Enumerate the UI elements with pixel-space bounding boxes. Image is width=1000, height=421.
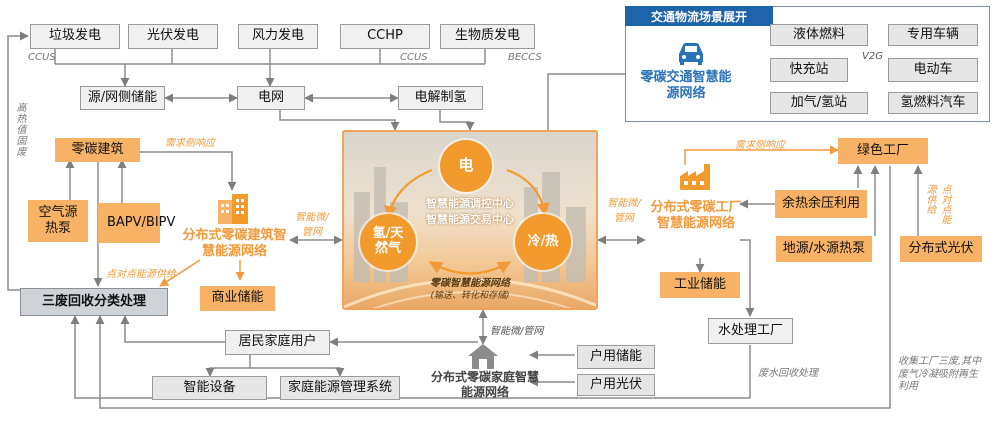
source-waste-power-label: 垃圾发电: [48, 28, 101, 44]
note-waste-water: 废水回收处理: [758, 368, 818, 379]
source-biomass-power: 生物质发电: [440, 24, 535, 49]
source-biomass-power-label: 生物质发电: [454, 28, 520, 44]
trading-center-label: 智慧能源交易中心: [426, 212, 514, 226]
green-factory-label: 绿色工厂: [856, 142, 909, 158]
note-industry-demand-response: 需求侧响应: [735, 140, 785, 151]
source-grid-storage: 源/网侧储能: [80, 86, 165, 110]
note-high-calorific-waste: 高热值固废: [14, 102, 25, 157]
note-industry-p2p-supply: 点对点能源供给: [924, 184, 950, 224]
zero-carbon-building: 零碳建筑: [55, 138, 140, 162]
center-network-title: 零碳智慧能源网络: [430, 278, 510, 289]
air-source-heat-pump-label: 空气源热泵: [38, 204, 78, 236]
special-vehicle: 专用车辆: [888, 24, 978, 46]
household-pv-label: 户用光伏: [589, 376, 642, 392]
note-factory-recycling: 收集工厂三废,其中废气冷凝吸附再生利用: [898, 356, 982, 392]
household-storage: 户用储能: [577, 345, 655, 369]
home-energy-management: 家庭能源管理系统: [280, 376, 400, 400]
liquid-fuel: 液体燃料: [770, 24, 868, 46]
note-industry-microgrid: 智能微/管网: [607, 198, 641, 224]
waste-sorting-label: 三废回收分类处理: [41, 293, 146, 309]
gas-hydrogen-station: 加气/氢站: [770, 92, 868, 114]
air-source-heat-pump: 空气源热泵: [28, 200, 88, 242]
special-vehicle-label: 专用车辆: [906, 26, 959, 42]
waste-sorting: 三废回收分类处理: [20, 288, 168, 316]
waste-heat-utilization-label: 余热余压利用: [781, 195, 860, 211]
source-solar-power: 光伏发电: [128, 24, 218, 49]
source-cchp: CCHP: [340, 24, 430, 49]
liquid-fuel-label: 液体燃料: [792, 26, 845, 42]
source-waste-power: 垃圾发电: [30, 24, 120, 49]
smart-devices: 智能设备: [152, 376, 267, 400]
note-ccus-left: CCUS: [28, 52, 56, 63]
circle-cold-heat: 冷/热: [515, 214, 571, 270]
home-energy-management-label: 家庭能源管理系统: [287, 379, 392, 395]
circle-electricity: 电: [440, 140, 492, 192]
transport-network-label: 零碳交通智慧能源网络: [640, 70, 732, 102]
grid-label: 电网: [257, 89, 284, 105]
distributed-pv: 分布式光伏: [900, 236, 982, 262]
waste-heat-utilization: 余热余压利用: [775, 190, 867, 218]
electrolysis-hydrogen: 电解制氢: [398, 86, 483, 110]
circle-hydrogen-gas: 氢/天然气: [360, 214, 416, 270]
fast-charging-station-label: 快充站: [789, 61, 829, 77]
water-treatment-plant-label: 水处理工厂: [717, 322, 783, 338]
car-icon: [679, 43, 703, 65]
industry-network-label: 分布式零碳工厂智慧能源网络: [650, 200, 742, 231]
source-solar-power-label: 光伏发电: [146, 28, 199, 44]
industrial-storage: 工业储能: [660, 272, 740, 298]
bapv-bipv: BAPV/BIPV: [98, 203, 175, 243]
household-storage-label: 户用储能: [589, 348, 642, 364]
resident-household-label: 居民家庭用户: [238, 334, 317, 350]
house-icon: [468, 344, 498, 369]
smart-devices-label: 智能设备: [183, 379, 236, 395]
source-wind-power: 风力发电: [238, 24, 318, 49]
zero-carbon-building-label: 零碳建筑: [71, 141, 124, 157]
factory-icon: [680, 164, 710, 190]
green-factory: 绿色工厂: [838, 138, 928, 164]
center-network-subtitle: (输送、转化和存储): [430, 290, 510, 301]
electric-vehicle: 电动车: [888, 58, 978, 82]
electrolysis-hydrogen-label: 电解制氢: [414, 89, 467, 105]
circle-hydrogen-gas-label: 氢/天然气: [372, 226, 404, 256]
note-home-microgrid: 智能微/管网: [490, 326, 544, 337]
center-network-caption: 零碳智慧能源网络 (输送、转化和存储): [400, 278, 540, 302]
source-wind-power-label: 风力发电: [251, 28, 304, 44]
building-icon: [218, 194, 248, 224]
grid: 电网: [237, 86, 305, 110]
industrial-storage-label: 工业储能: [673, 276, 726, 292]
hydrogen-vehicle: 氢燃料汽车: [888, 92, 978, 114]
commercial-storage-label: 商业储能: [211, 290, 264, 306]
hydrogen-vehicle-label: 氢燃料汽车: [900, 94, 966, 110]
electric-vehicle-label: 电动车: [913, 61, 953, 77]
note-building-microgrid: 智能微/管网: [295, 212, 329, 238]
ground-water-heat-pump: 地源/水源热泵: [776, 236, 872, 262]
resident-household: 居民家庭用户: [225, 330, 330, 355]
note-building-demand-response: 需求侧响应: [165, 138, 215, 149]
note-ccus-right: CCUS: [400, 52, 428, 63]
ground-water-heat-pump-label: 地源/水源热泵: [782, 240, 866, 256]
center-labels: 智慧能源调控中心 智慧能源交易中心: [408, 196, 532, 228]
note-beccs: BECCS: [508, 52, 542, 63]
home-network-label: 分布式零碳家庭智慧能源网络: [430, 370, 539, 399]
transport-panel-title: 交通物流场景展开: [625, 6, 773, 26]
distributed-pv-label: 分布式光伏: [908, 240, 974, 256]
commercial-storage: 商业储能: [200, 286, 275, 311]
fast-charging-station: 快充站: [770, 58, 848, 82]
note-v2g: V2G: [862, 51, 883, 62]
source-grid-storage-label: 源/网侧储能: [87, 89, 158, 105]
water-treatment-plant: 水处理工厂: [708, 318, 793, 344]
note-building-p2p-supply: 点对点能源供给: [106, 269, 176, 280]
gas-hydrogen-station-label: 加气/氢站: [790, 94, 848, 110]
household-pv: 户用光伏: [577, 374, 655, 396]
source-cchp-label: CCHP: [367, 28, 403, 44]
control-center-label: 智慧能源调控中心: [426, 197, 514, 210]
building-network-label: 分布式零碳建筑智慧能源网络: [182, 228, 287, 259]
